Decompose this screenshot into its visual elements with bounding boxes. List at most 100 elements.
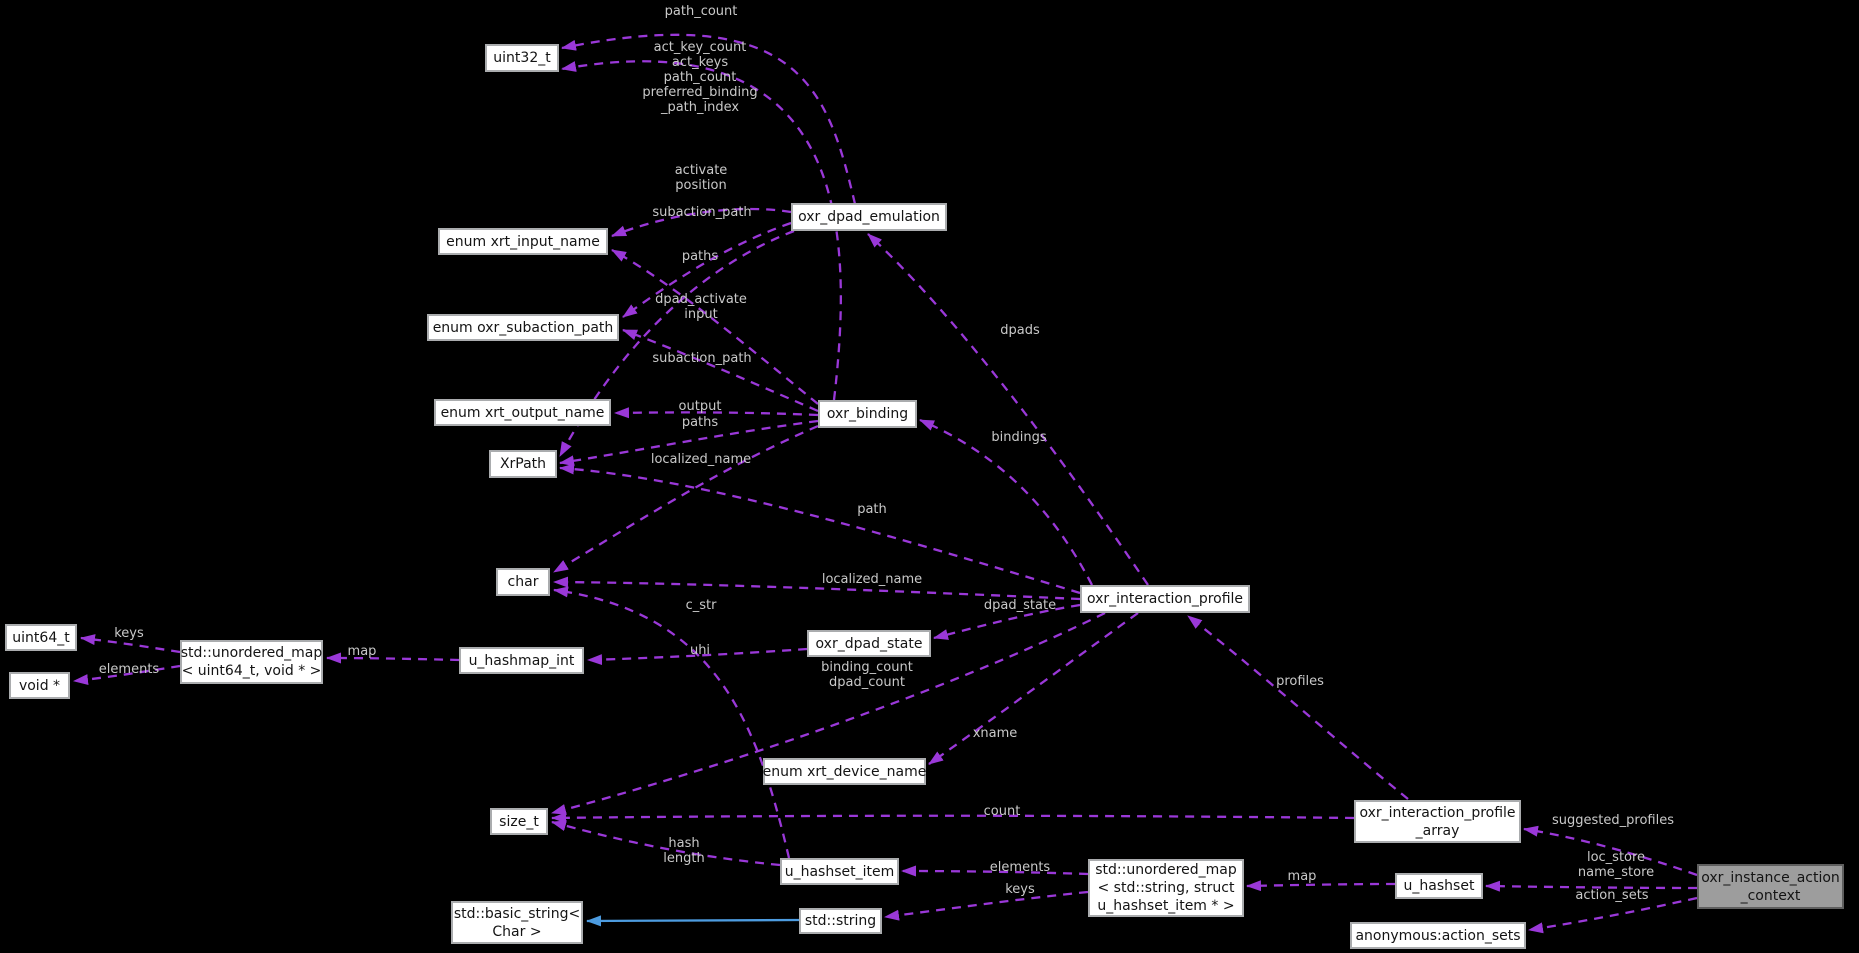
edge-label-line: act_key_count (653, 40, 747, 55)
edge-label-profile-to-xrpath: path (857, 502, 887, 517)
edge-label-line: input (684, 307, 718, 322)
edge-label-dpad-emulation-to-subaction: subaction_path (652, 205, 751, 220)
edge-string-to-basic-string (586, 915, 800, 927)
edge-label-line: preferred_binding (642, 85, 758, 100)
node-label-line: oxr_interaction_profile (1086, 591, 1244, 607)
edge-binding-to-xrt-input (611, 248, 819, 405)
edge-label-binding-to-xrt-output: output (679, 399, 722, 414)
edge-label-map-string-to-hashset-item: elements (990, 860, 1050, 875)
edge-label-line: dpad_count (829, 675, 905, 690)
node-label-line: Char > (492, 923, 542, 940)
node-oxr-interaction-profile[interactable]: oxr_interaction_profile (1080, 585, 1250, 613)
node-u-hashmap-int[interactable]: u_hashmap_int (459, 647, 584, 674)
node-uint64_t[interactable]: uint64_t (5, 624, 77, 651)
node-oxr-interaction-profile-array[interactable]: oxr_interaction_profile_array (1354, 800, 1521, 843)
node-enum-xrt-output-name[interactable]: enum xrt_output_name (434, 399, 611, 426)
edge-label-line: hash (668, 836, 700, 851)
edge-array-to-profile (1187, 615, 1409, 800)
node-enum-xrt-device-name[interactable]: enum xrt_device_name (763, 758, 926, 785)
edge-map-uint64-to-void (73, 664, 181, 686)
node-label-line: enum xrt_input_name (446, 233, 600, 250)
node-label-line: uint32_t (493, 50, 551, 66)
node-enum-xrt-input-name[interactable]: enum xrt_input_name (438, 228, 608, 255)
node-label-line: < uint64_t, void * > (181, 663, 322, 679)
node-u-hashset[interactable]: u_hashset (1395, 873, 1483, 899)
edge-profile-to-xrpath (559, 463, 1081, 595)
node-anonymous-action-sets[interactable]: anonymous:action_sets (1350, 922, 1526, 949)
edge-label-line: xname (972, 726, 1018, 741)
edge-profile-to-binding (919, 418, 1094, 586)
edge-profile-to-dpad-emulation (867, 233, 1149, 586)
node-label-line: oxr_dpad_emulation (798, 209, 940, 225)
edge-label-line: localized_name (821, 572, 923, 587)
node-label-line: oxr_binding (826, 406, 909, 422)
node-oxr-dpad-state[interactable]: oxr_dpad_state (807, 630, 931, 657)
edge-label-line: name_store (1577, 865, 1655, 880)
edge-dpad-emulation-to-subaction (622, 221, 792, 318)
node-label-line: enum oxr_subaction_path (432, 319, 614, 336)
edge-profile-to-size (551, 611, 1106, 815)
node-u-hashset-item[interactable]: u_hashset_item (780, 858, 899, 885)
edge-binding-to-subaction (622, 328, 819, 413)
node-std-unordered-map-uint64[interactable]: std::unordered_map< uint64_t, void * > (180, 640, 323, 684)
edge-label-line: paths (681, 415, 719, 430)
edge-array-to-size (551, 812, 1355, 824)
edge-label-dpad-emulation-to-uint32: path_count (665, 4, 738, 19)
edge-label-line: position (675, 178, 727, 193)
edge-binding-to-uint32 (561, 60, 842, 401)
node-uint32_t[interactable]: uint32_t (485, 44, 559, 72)
edge-label-line: c_str (685, 598, 717, 613)
edge-label-array-to-size: count (984, 804, 1021, 819)
edge-label-line: binding_count (821, 660, 913, 675)
edge-label-dpad-state-to-hashmap: uhi (690, 643, 710, 658)
edge-binding-to-xrpath (559, 419, 819, 467)
edge-label-profile-to-binding: bindings (991, 430, 1046, 445)
node-enum-oxr-subaction-path[interactable]: enum oxr_subaction_path (427, 314, 619, 341)
node-label-line: u_hashset (1403, 878, 1475, 894)
node-size_t[interactable]: size_t (490, 808, 548, 835)
edge-map-string-to-string (884, 890, 1089, 921)
edge-label-line: _path_index (660, 100, 740, 115)
edge-dpad-state-to-hashmap (587, 647, 808, 666)
node-std-basic-string[interactable]: std::basic_string<Char > (451, 901, 583, 944)
edge-label-line: count (983, 804, 1021, 819)
edge-label-binding-to-subaction: subaction_path (652, 351, 751, 366)
edge-label-profile-to-dpad-emulation: dpads (1000, 323, 1040, 338)
node-char[interactable]: char (496, 568, 550, 596)
edge-label-line: map (347, 644, 377, 659)
node-oxr-instance-action-context[interactable]: oxr_instance_action_context (1697, 864, 1844, 909)
edge-label-line: path_count (663, 70, 737, 85)
node-label-line: std::unordered_map (180, 645, 323, 661)
node-label-line: size_t (499, 813, 539, 830)
node-oxr-binding[interactable]: oxr_binding (818, 400, 917, 428)
node-void-ptr[interactable]: void * (9, 672, 70, 699)
edge-label-line: keys (114, 626, 144, 641)
node-std-string[interactable]: std::string (799, 908, 882, 934)
edge-label-context-to-action-sets: action_sets (1575, 888, 1648, 903)
edge-hashset-item-to-size (551, 820, 781, 867)
node-label-line: u_hashset_item (784, 863, 895, 880)
edge-hashmap-to-map-uint64 (326, 652, 460, 664)
edge-label-line: loc_store (1586, 850, 1646, 865)
edge-label-hashmap-to-map-uint64: map (348, 644, 377, 659)
edge-label-line: action_sets (1575, 888, 1649, 903)
node-label-line: oxr_dpad_state (815, 635, 923, 652)
node-xrpath[interactable]: XrPath (489, 450, 557, 478)
node-label-line: < std::string, struct (1097, 880, 1235, 896)
node-label-line: u_hashset_item * > (1097, 898, 1235, 914)
edge-label-line: path_count (664, 4, 738, 19)
node-label-line: enum xrt_device_name (762, 763, 927, 780)
edge-label-binding-to-char: localized_name (651, 452, 751, 467)
node-label-line: std::unordered_map (1095, 862, 1237, 878)
node-oxr-dpad-emulation[interactable]: oxr_dpad_emulation (791, 203, 947, 231)
edge-dpad-emulation-to-xrt-input (611, 207, 792, 238)
edge-label-map-uint64-to-void: elements (99, 662, 159, 677)
edge-label-line: profiles (1276, 674, 1324, 689)
node-label-line: uint64_t (12, 629, 70, 646)
edge-label-line: subaction_path (652, 205, 752, 220)
edge-label-line: bindings (991, 430, 1047, 445)
